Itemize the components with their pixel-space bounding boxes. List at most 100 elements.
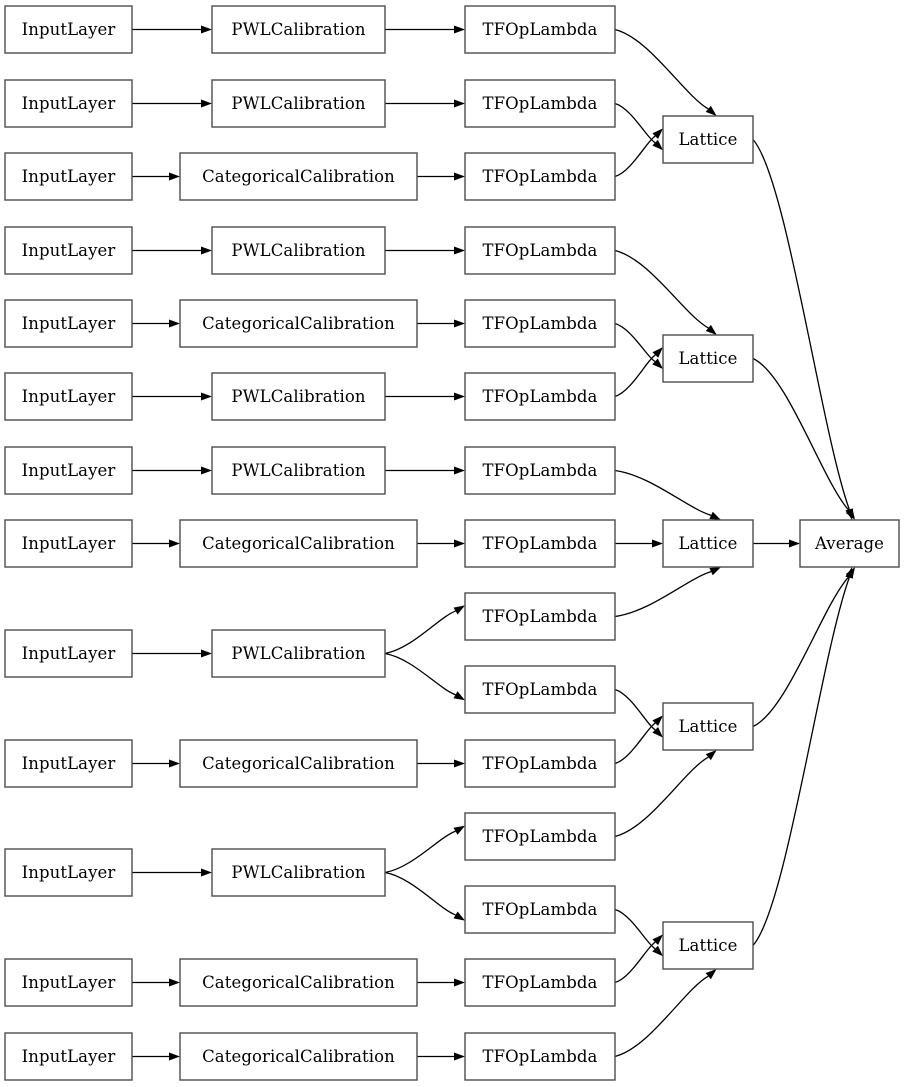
node-box-op0[interactable] (464, 5, 616, 54)
node-tfop-lambda-op11[interactable]: TFOpLambda (464, 812, 616, 861)
node-box-lat0[interactable] (662, 115, 754, 164)
node-categorical-calibration-cal4[interactable]: CategoricalCalibration (179, 299, 418, 348)
node-input-layer-in8[interactable]: InputLayer (4, 629, 133, 678)
node-box-lat2[interactable] (662, 519, 754, 568)
node-pwlcalibration-cal1[interactable]: PWLCalibration (211, 79, 386, 128)
node-label-lat3: Lattice (678, 717, 737, 736)
node-tfop-lambda-op14[interactable]: TFOpLambda (464, 1032, 616, 1081)
node-box-cal6[interactable] (211, 446, 386, 495)
node-box-in4[interactable] (4, 299, 133, 348)
node-tfop-lambda-op13[interactable]: TFOpLambda (464, 958, 616, 1007)
node-box-in2[interactable] (4, 152, 133, 201)
node-categorical-calibration-cal2[interactable]: CategoricalCalibration (179, 152, 418, 201)
node-box-op1[interactable] (464, 79, 616, 128)
node-input-layer-in6[interactable]: InputLayer (4, 446, 133, 495)
node-pwlcalibration-cal3[interactable]: PWLCalibration (211, 226, 386, 275)
node-box-op7[interactable] (464, 519, 616, 568)
node-box-cal1[interactable] (211, 79, 386, 128)
node-lattice-lat4[interactable]: Lattice (662, 921, 754, 970)
node-box-in8[interactable] (4, 629, 133, 678)
node-box-op4[interactable] (464, 299, 616, 348)
node-box-op10[interactable] (464, 739, 616, 788)
node-box-op5[interactable] (464, 372, 616, 421)
node-box-op8[interactable] (464, 592, 616, 641)
node-pwlcalibration-cal6[interactable]: PWLCalibration (211, 446, 386, 495)
node-box-cal11[interactable] (179, 958, 418, 1007)
node-average-avg[interactable]: Average (799, 519, 900, 568)
node-box-op3[interactable] (464, 226, 616, 275)
node-tfop-lambda-op6[interactable]: TFOpLambda (464, 446, 616, 495)
node-box-cal10[interactable] (211, 848, 386, 897)
node-box-lat3[interactable] (662, 702, 754, 751)
node-box-cal5[interactable] (211, 372, 386, 421)
node-input-layer-in11[interactable]: InputLayer (4, 958, 133, 1007)
node-box-in5[interactable] (4, 372, 133, 421)
node-label-op12: TFOpLambda (483, 900, 598, 919)
node-tfop-lambda-op5[interactable]: TFOpLambda (464, 372, 616, 421)
node-box-cal12[interactable] (179, 1032, 418, 1081)
node-tfop-lambda-op9[interactable]: TFOpLambda (464, 665, 616, 714)
node-box-in7[interactable] (4, 519, 133, 568)
node-box-op12[interactable] (464, 885, 616, 934)
node-input-layer-in2[interactable]: InputLayer (4, 152, 133, 201)
node-input-layer-in5[interactable]: InputLayer (4, 372, 133, 421)
node-box-op6[interactable] (464, 446, 616, 495)
node-categorical-calibration-cal11[interactable]: CategoricalCalibration (179, 958, 418, 1007)
node-box-in12[interactable] (4, 1032, 133, 1081)
node-box-cal3[interactable] (211, 226, 386, 275)
node-box-cal4[interactable] (179, 299, 418, 348)
node-lattice-lat2[interactable]: Lattice (662, 519, 754, 568)
node-tfop-lambda-op3[interactable]: TFOpLambda (464, 226, 616, 275)
node-tfop-lambda-op10[interactable]: TFOpLambda (464, 739, 616, 788)
node-tfop-lambda-op12[interactable]: TFOpLambda (464, 885, 616, 934)
node-box-cal8[interactable] (211, 629, 386, 678)
node-pwlcalibration-cal0[interactable]: PWLCalibration (211, 5, 386, 54)
node-box-cal7[interactable] (179, 519, 418, 568)
node-box-in3[interactable] (4, 226, 133, 275)
edge-cal8-to-op9 (384, 652, 456, 696)
node-input-layer-in1[interactable]: InputLayer (4, 79, 133, 128)
node-input-layer-in12[interactable]: InputLayer (4, 1032, 133, 1081)
node-box-in10[interactable] (4, 848, 133, 897)
node-input-layer-in3[interactable]: InputLayer (4, 226, 133, 275)
node-box-cal0[interactable] (211, 5, 386, 54)
node-input-layer-in9[interactable]: InputLayer (4, 739, 133, 788)
node-box-in0[interactable] (4, 5, 133, 54)
arrowhead-op2-to-lat0 (652, 128, 663, 140)
node-tfop-lambda-op7[interactable]: TFOpLambda (464, 519, 616, 568)
node-pwlcalibration-cal10[interactable]: PWLCalibration (211, 848, 386, 897)
node-box-lat4[interactable] (662, 921, 754, 970)
node-box-op14[interactable] (464, 1032, 616, 1081)
node-box-op13[interactable] (464, 958, 616, 1007)
node-box-avg[interactable] (799, 519, 900, 568)
arrowhead-lat2-to-avg (789, 539, 800, 548)
node-tfop-lambda-op0[interactable]: TFOpLambda (464, 5, 616, 54)
node-categorical-calibration-cal12[interactable]: CategoricalCalibration (179, 1032, 418, 1081)
node-tfop-lambda-op8[interactable]: TFOpLambda (464, 592, 616, 641)
node-lattice-lat1[interactable]: Lattice (662, 334, 754, 383)
node-input-layer-in0[interactable]: InputLayer (4, 5, 133, 54)
node-box-in1[interactable] (4, 79, 133, 128)
arrowhead-cal8-to-op8 (453, 605, 465, 615)
node-pwlcalibration-cal5[interactable]: PWLCalibration (211, 372, 386, 421)
node-input-layer-in10[interactable]: InputLayer (4, 848, 133, 897)
node-input-layer-in7[interactable]: InputLayer (4, 519, 133, 568)
node-box-in6[interactable] (4, 446, 133, 495)
node-tfop-lambda-op2[interactable]: TFOpLambda (464, 152, 616, 201)
node-input-layer-in4[interactable]: InputLayer (4, 299, 133, 348)
node-lattice-lat3[interactable]: Lattice (662, 702, 754, 751)
node-box-cal9[interactable] (179, 739, 418, 788)
node-box-lat1[interactable] (662, 334, 754, 383)
node-tfop-lambda-op4[interactable]: TFOpLambda (464, 299, 616, 348)
node-pwlcalibration-cal8[interactable]: PWLCalibration (211, 629, 386, 678)
node-lattice-lat0[interactable]: Lattice (662, 115, 754, 164)
node-box-in9[interactable] (4, 739, 133, 788)
node-tfop-lambda-op1[interactable]: TFOpLambda (464, 79, 616, 128)
node-box-op11[interactable] (464, 812, 616, 861)
node-box-cal2[interactable] (179, 152, 418, 201)
node-box-in11[interactable] (4, 958, 133, 1007)
node-box-op9[interactable] (464, 665, 616, 714)
node-categorical-calibration-cal7[interactable]: CategoricalCalibration (179, 519, 418, 568)
node-categorical-calibration-cal9[interactable]: CategoricalCalibration (179, 739, 418, 788)
node-box-op2[interactable] (464, 152, 616, 201)
